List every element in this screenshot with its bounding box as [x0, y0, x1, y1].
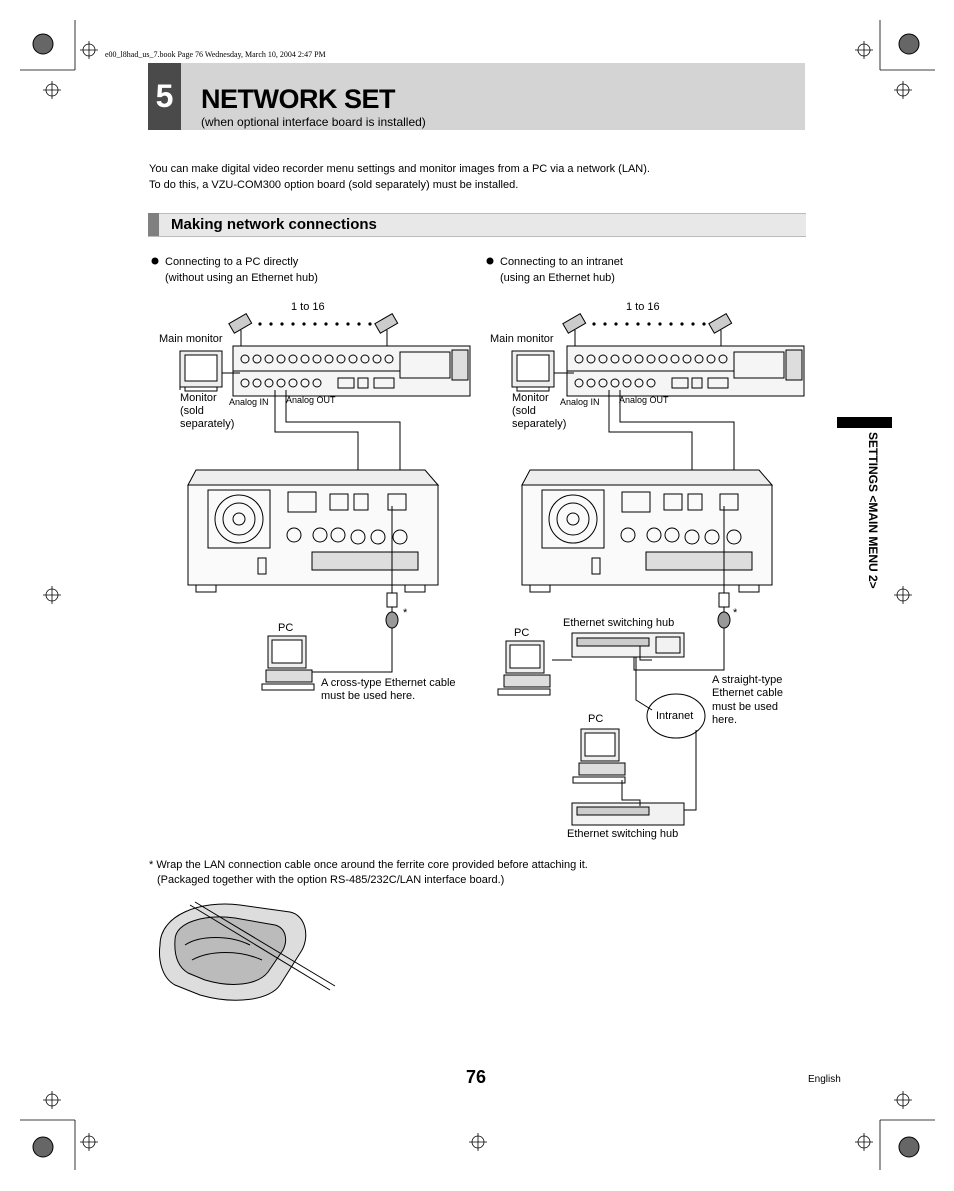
left-analog-in-label: Analog IN — [229, 397, 269, 407]
right-monitor-line-2: (sold — [512, 405, 536, 417]
section-marker — [148, 213, 159, 236]
left-cameras — [228, 312, 399, 350]
chapter-bar — [148, 63, 805, 130]
right-analog-in-label: Analog IN — [560, 397, 600, 407]
sidebar-tab-marker — [837, 417, 892, 428]
left-cable-note-line-2: must be used here. — [321, 690, 416, 702]
left-bullet-line-1: Connecting to a PC directly — [165, 256, 299, 268]
intro-line-1: You can make digital video recorder menu… — [149, 163, 650, 175]
right-hub-top-label: Ethernet switching hub — [563, 617, 675, 629]
ferrite-core-illustration — [159, 901, 336, 1001]
right-cable-note-line-4: here. — [712, 714, 738, 726]
right-pc-top — [497, 640, 551, 696]
intro-text: You can make digital video recorder menu… — [149, 161, 650, 193]
right-bullet-line-1: Connecting to an intranet — [500, 256, 623, 268]
intranet-label: Intranet — [656, 710, 694, 722]
intro-line-2: To do this, a VZU-COM300 option board (s… — [149, 179, 519, 191]
right-hub-bottom-label: Ethernet switching hub — [567, 828, 679, 840]
right-analog-out-label: Analog OUT — [619, 395, 669, 405]
left-dvr — [187, 469, 440, 593]
right-dvr — [521, 469, 774, 593]
right-monitor-line-1: Monitor — [512, 392, 549, 404]
right-cameras — [562, 312, 733, 350]
right-pc-bottom-label: PC — [588, 713, 604, 725]
left-cameras-label: 1 to 16 — [291, 301, 325, 313]
left-cable-note-line-1: A cross-type Ethernet cable — [321, 677, 456, 689]
right-cable-note-line-1: A straight-type — [712, 674, 783, 686]
footnote: * Wrap the LAN connection cable once aro… — [149, 858, 588, 888]
left-monitor-line-3: separately) — [180, 418, 235, 430]
crop-marks — [20, 20, 935, 1170]
section-title: Making network connections — [171, 216, 377, 233]
right-bullet-line-2: (using an Ethernet hub) — [500, 272, 615, 284]
left-main-monitor-label: Main monitor — [159, 333, 223, 345]
left-analog-out-label: Analog OUT — [286, 395, 336, 405]
right-cameras-label: 1 to 16 — [626, 301, 660, 313]
right-hub-bottom — [571, 802, 685, 826]
section-bar — [148, 213, 806, 237]
right-monitor-line-3: separately) — [512, 418, 567, 430]
chapter-number: 5 — [148, 63, 181, 130]
footnote-line-2: (Packaged together with the option RS-48… — [157, 874, 505, 886]
right-cable-note-line-2: Ethernet cable — [712, 687, 783, 699]
left-monitor-line-2: (sold — [180, 405, 204, 417]
right-pc-top-label: PC — [514, 627, 530, 639]
left-asterisk: * — [403, 607, 408, 619]
page-title: NETWORK SET — [201, 84, 396, 114]
page-number: 76 — [466, 1067, 487, 1087]
page-subtitle: (when optional interface board is instal… — [201, 115, 426, 129]
right-asterisk: * — [733, 607, 738, 619]
left-pc-label: PC — [278, 622, 294, 634]
language-label: English — [808, 1074, 841, 1085]
sidebar-section-label: SETTINGS <MAIN MENU 2> — [866, 432, 880, 589]
left-pc — [261, 635, 315, 691]
right-pc-bottom — [572, 728, 626, 784]
left-monitor-line-1: Monitor — [180, 392, 217, 404]
print-header: e00_l8had_us_7.book Page 76 Wednesday, M… — [105, 50, 326, 59]
right-hub-top — [571, 632, 685, 658]
footnote-line-1: * Wrap the LAN connection cable once aro… — [149, 859, 588, 871]
right-cable-note-line-3: must be used — [712, 701, 779, 713]
right-main-monitor-label: Main monitor — [490, 333, 554, 345]
left-bullet-line-2: (without using an Ethernet hub) — [165, 272, 318, 284]
